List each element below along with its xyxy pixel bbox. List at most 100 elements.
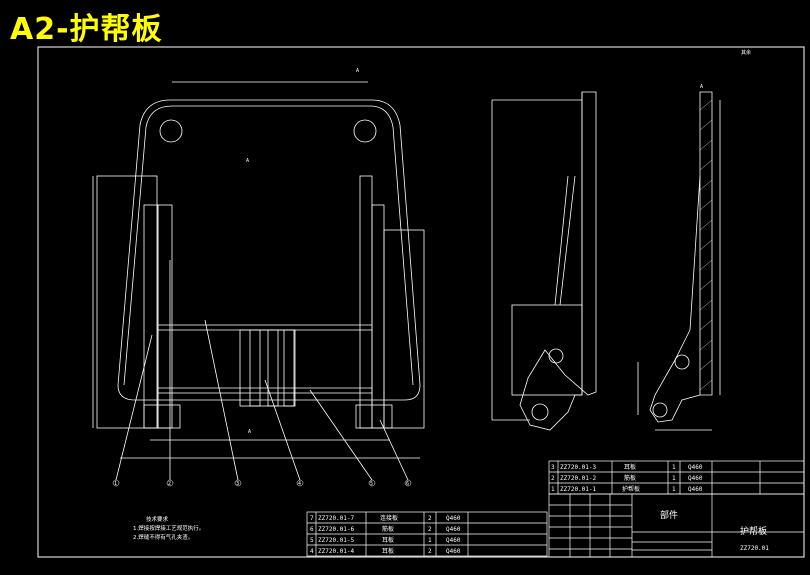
- bom-cell: 1: [551, 486, 555, 493]
- bom-cell: Q460: [446, 526, 461, 533]
- left-pin-hole: [159, 119, 183, 143]
- section-mark-bottom: A: [248, 429, 251, 435]
- bom-cell: 1: [672, 486, 676, 493]
- bom-cell: 3: [551, 464, 555, 471]
- bom-cell: 耳板: [382, 547, 394, 555]
- section-view-outline: [699, 91, 713, 396]
- leader-4: [264, 379, 301, 481]
- roughness-mark: 其余: [741, 49, 751, 56]
- title-block-drawing-no: ZZ720.01: [740, 545, 769, 552]
- section-rib: [689, 175, 701, 331]
- bom-cell: 筋板: [624, 474, 636, 482]
- bom-cell: Q460: [688, 464, 703, 471]
- section-view: [637, 91, 721, 431]
- part-ref-4: 4: [298, 481, 301, 487]
- side-view: [491, 91, 597, 431]
- bom-cell: 2: [428, 526, 432, 533]
- right-tab: [355, 404, 393, 429]
- title-block-part-label: 部件: [660, 509, 678, 521]
- bom-right-text: 3 ZZ720.01-3 耳板 1 Q460 2 ZZ720.01-2 筋板 1…: [551, 463, 703, 493]
- bom-cell: Q460: [446, 537, 461, 544]
- bom-cell: Q460: [446, 515, 461, 522]
- leader-1: [115, 334, 153, 481]
- part-ref-circle: [112, 479, 120, 487]
- center-bracket-plate-3: [283, 329, 295, 407]
- section-pin-hole: [674, 354, 690, 370]
- part-ref-2: 2: [168, 481, 171, 487]
- bom-cell: Q460: [446, 548, 461, 555]
- bom-cell: ZZ720.01-1: [560, 486, 597, 493]
- bom-cell: Q460: [688, 486, 703, 493]
- bom-cell: Q460: [688, 475, 703, 482]
- bom-cell: 2: [551, 475, 555, 482]
- bom-cell: 1: [672, 464, 676, 471]
- part-ref-circle: [234, 479, 242, 487]
- part-ref-circle: [296, 479, 304, 487]
- part-ref-3: 3: [236, 481, 239, 487]
- left-rail: [143, 204, 159, 429]
- bom-cell: 2: [428, 515, 432, 522]
- part-ref-circle: [166, 479, 174, 487]
- section-mark-top: A: [356, 68, 359, 74]
- section-lower-hole: [652, 402, 668, 418]
- tech-notes-heading: 技术要求: [146, 515, 169, 523]
- right-rail-outer: [383, 229, 425, 429]
- front-view-outline: [117, 99, 421, 401]
- part-ref-1: 1: [114, 481, 117, 487]
- bom-cell: 筋板: [382, 525, 394, 533]
- bom-cell: ZZ720.01-3: [560, 464, 597, 471]
- tech-note-2: 2.焊缝不得有气孔夹渣。: [133, 533, 193, 541]
- bom-cell: 7: [310, 515, 314, 522]
- side-view-rib: [554, 175, 569, 306]
- bom-cell: ZZ720.01-6: [318, 526, 355, 533]
- drawing-title: A2-护帮板: [10, 12, 163, 47]
- bom-cell: ZZ720.01-5: [318, 537, 355, 544]
- part-ref-circle: [404, 479, 412, 487]
- right-rail: [359, 175, 373, 429]
- bom-left-table: [306, 511, 548, 557]
- side-view-lower-plate: [511, 304, 583, 396]
- bom-cell: 耳板: [624, 463, 636, 471]
- bom-cell: 1: [428, 537, 432, 544]
- right-pin-hole: [353, 119, 377, 143]
- leader-3: [204, 319, 239, 481]
- right-rail-inner: [371, 204, 385, 429]
- section-mark-center: A: [246, 158, 249, 164]
- bom-cell: 4: [310, 548, 314, 555]
- center-bracket: [239, 329, 296, 407]
- side-view-rib-2: [559, 175, 576, 306]
- bom-left-text: 7 ZZ720.01-7 连接板 2 Q460 6 ZZ720.01-6 筋板 …: [310, 514, 461, 555]
- side-view-outline: [519, 91, 597, 431]
- part-ref-circle: [368, 479, 376, 487]
- bom-cell: 6: [310, 526, 314, 533]
- leader-5: [309, 389, 373, 481]
- leader-6: [379, 419, 409, 481]
- section-hatch: [699, 99, 713, 391]
- bom-cell: 2: [428, 548, 432, 555]
- left-tab: [143, 404, 181, 429]
- bom-cell: ZZ720.01-2: [560, 475, 597, 482]
- section-lug: [649, 329, 701, 423]
- drawing-border: [37, 46, 805, 558]
- part-refs: 1 2 3 4 5 6: [112, 479, 412, 487]
- bom-cell: ZZ720.01-4: [318, 548, 355, 555]
- bom-cell: 1: [672, 475, 676, 482]
- center-bracket-plate-1: [249, 329, 261, 407]
- bom-cell: 护帮板: [622, 485, 640, 493]
- part-ref-5: 5: [370, 481, 373, 487]
- front-view: [92, 81, 425, 481]
- bom-cell: 5: [310, 537, 314, 544]
- part-ref-6: 6: [406, 481, 409, 487]
- title-block-frame: [548, 493, 805, 558]
- bom-cell: 耳板: [382, 536, 394, 544]
- section-view-label: A: [700, 84, 703, 90]
- title-block-part-name: 护帮板: [740, 525, 767, 537]
- front-view-inner-outline: [123, 105, 414, 386]
- side-view-upper-hole: [548, 348, 564, 364]
- left-rail-outer: [96, 175, 158, 429]
- center-bracket-plate-2: [267, 329, 279, 407]
- bom-right-table: [548, 460, 805, 495]
- bom-cell: 连接板: [380, 514, 398, 522]
- side-view-pin-hole: [531, 403, 549, 421]
